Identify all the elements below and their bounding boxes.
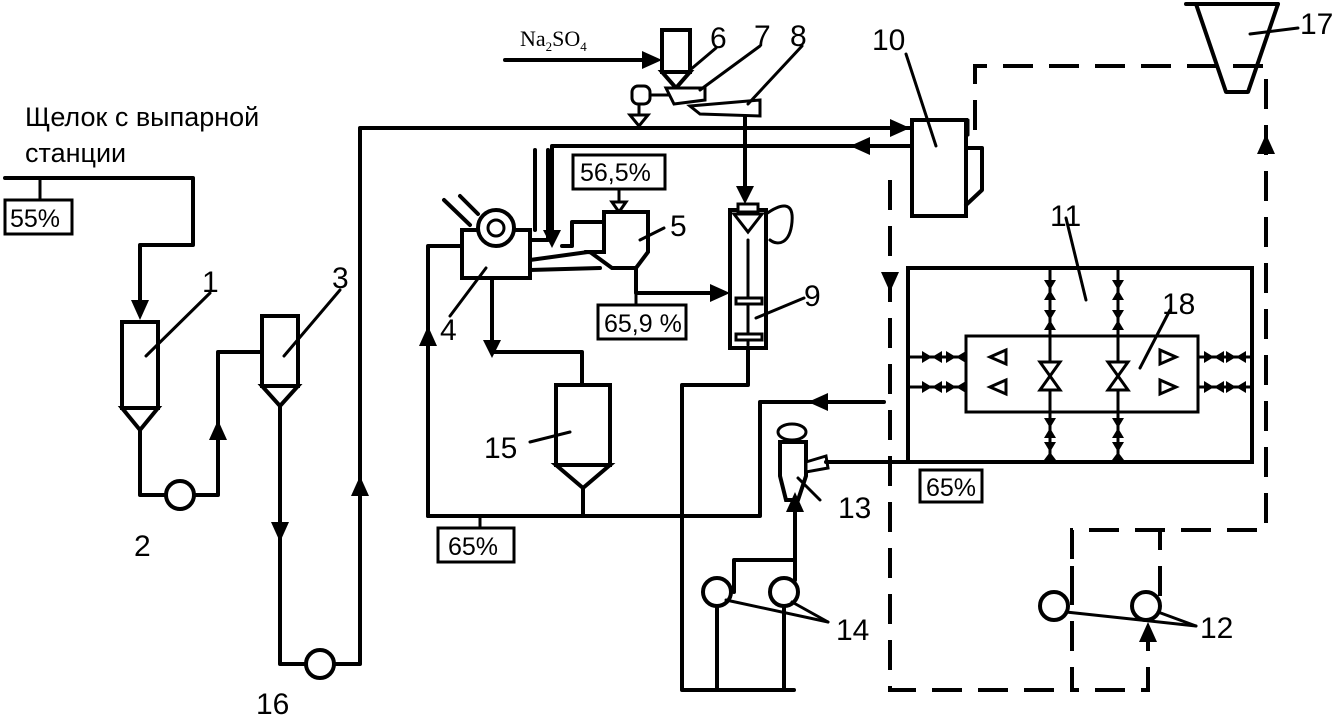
flow-arrow — [483, 340, 501, 358]
label-7: 7 — [754, 20, 771, 53]
label-17: 17 — [1300, 8, 1333, 41]
label-16: 16 — [256, 688, 289, 717]
flow-arrow — [351, 476, 369, 496]
vessel-1 — [117, 320, 163, 434]
flow-arrow — [1257, 134, 1275, 154]
pump-12a — [1038, 590, 1070, 622]
concentration-c3: 65% — [448, 533, 498, 561]
label-2: 2 — [134, 530, 151, 563]
centrifuge-5 — [583, 187, 650, 270]
label-13: 13 — [838, 492, 871, 525]
hopper-6 — [657, 28, 695, 92]
pump-16 — [304, 648, 336, 680]
vessel-3 — [257, 314, 303, 409]
unit-10 — [910, 118, 984, 218]
conveyor-8 — [686, 98, 762, 194]
feed-concentration: 55% — [10, 205, 60, 233]
label-8: 8 — [790, 20, 807, 53]
flow-arrow — [850, 137, 870, 155]
flow-arrow — [881, 272, 899, 292]
label-5: 5 — [670, 210, 687, 243]
label-12: 12 — [1200, 612, 1233, 645]
feed-label-line1: Щелок с выпарной — [25, 102, 259, 132]
unit-13 — [776, 422, 830, 502]
label-11: 11 — [1050, 200, 1081, 233]
concentration-c1: 56,5% — [580, 159, 651, 187]
unit-11 — [906, 266, 1254, 464]
leader-lines — [144, 26, 1300, 502]
valves-left — [906, 347, 1008, 397]
label-15: 15 — [484, 432, 517, 465]
concentration-box-3: 65% — [436, 514, 516, 564]
feeder-7 — [626, 84, 707, 129]
flow-arrow — [808, 393, 828, 411]
unit-18 — [964, 334, 1200, 414]
pump-14a — [701, 576, 733, 608]
feed-line — [3, 176, 195, 320]
reagent-formula: Na2SO4 — [520, 26, 587, 54]
label-6: 6 — [710, 22, 727, 55]
flow-arrow — [890, 119, 910, 137]
mixer-9 — [728, 202, 794, 350]
label-9: 9 — [804, 280, 821, 313]
concentration-c4: 65% — [926, 474, 976, 502]
concentration-box-1: 56,5% — [571, 153, 667, 191]
concentration-c2: 65,9 % — [604, 310, 682, 338]
hopper-17 — [1184, 2, 1280, 94]
flow-arrow — [209, 420, 227, 440]
label-14: 14 — [836, 614, 869, 647]
valves-right — [1158, 347, 1254, 397]
pump-2 — [164, 479, 196, 511]
flow-arrow — [271, 522, 289, 542]
label-4: 4 — [440, 314, 457, 347]
concentration-box-2: 65,9 % — [596, 303, 688, 341]
feed-concentration-box: 55% — [3, 198, 74, 236]
flow-arrow — [736, 186, 754, 204]
flow-arrow — [419, 326, 437, 346]
label-18: 18 — [1162, 288, 1195, 321]
flow-arrow — [1139, 622, 1157, 642]
flow-arrow — [710, 284, 730, 302]
filter-4 — [442, 148, 550, 280]
valves-vertical — [1037, 266, 1131, 464]
label-10: 10 — [872, 24, 905, 57]
feed-label-line2: станции — [25, 138, 126, 168]
label-1: 1 — [202, 266, 219, 299]
label-3: 3 — [332, 262, 349, 295]
flow-arrow — [642, 51, 662, 69]
pump-12b — [1130, 590, 1162, 622]
concentration-box-4: 65% — [918, 468, 984, 504]
vessel-15 — [550, 383, 616, 491]
